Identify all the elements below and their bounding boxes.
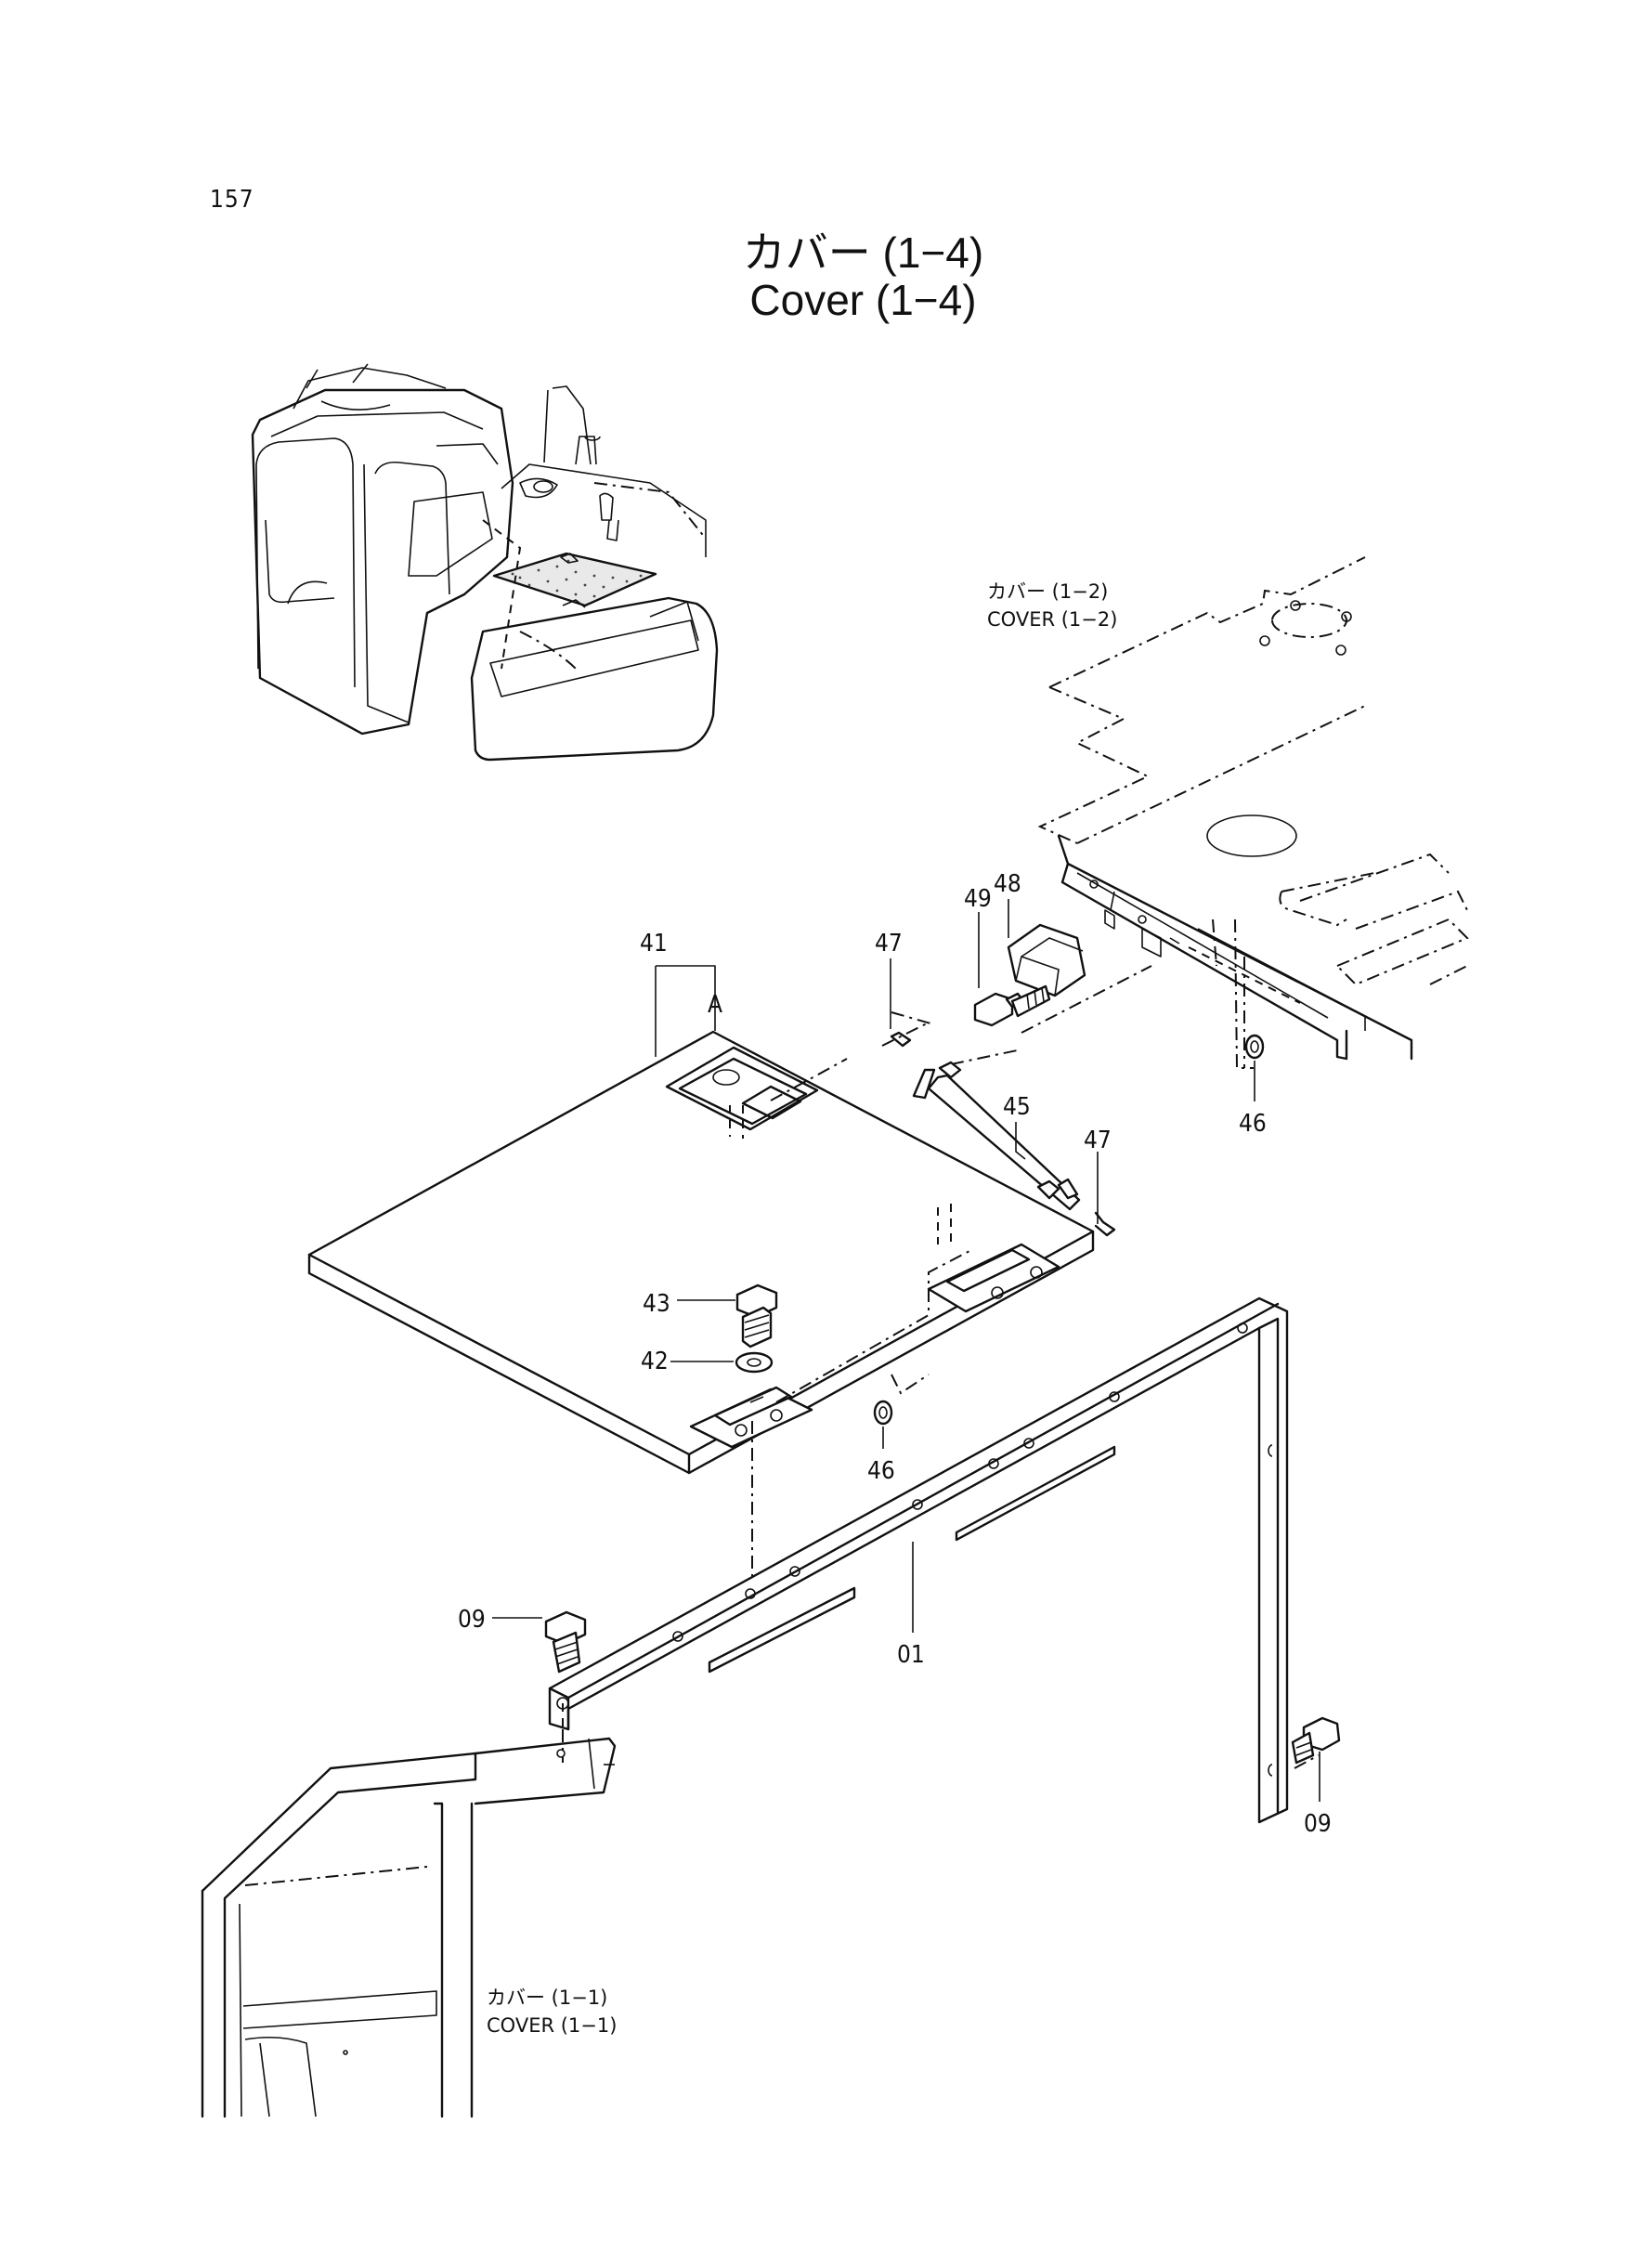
washer-46-upper bbox=[1244, 1034, 1265, 1060]
cover-panel-41 bbox=[307, 1030, 1095, 1475]
reference-cover-1-1: カバー (1−1) COVER (1−1) bbox=[487, 1984, 617, 2039]
washer-46-lower-hole bbox=[878, 1406, 888, 1419]
assembly-line bbox=[950, 1049, 1022, 1065]
callout-43: 43 bbox=[643, 1290, 670, 1318]
excavator-overview-illustration bbox=[251, 363, 719, 762]
bolt-49 bbox=[973, 984, 1051, 1027]
assembly-line bbox=[1021, 965, 1152, 1034]
reference-cover-1-1-en: COVER (1−1) bbox=[487, 2014, 618, 2037]
reference-cover-1-1-jp: カバー (1−1) bbox=[487, 1987, 608, 2009]
callout-01: 01 bbox=[897, 1641, 925, 1669]
bracket-48 bbox=[1007, 923, 1086, 997]
reference-cover-1-2-jp: カバー (1−2) bbox=[987, 580, 1109, 603]
callout-47-lower: 47 bbox=[1084, 1127, 1112, 1154]
callout-49: 49 bbox=[964, 885, 992, 913]
cover-1-2-outline bbox=[1037, 556, 1469, 986]
page-number: 157 bbox=[210, 186, 254, 214]
assembly-line bbox=[1294, 1754, 1320, 1769]
assembly-line bbox=[891, 1374, 930, 1395]
frame-01 bbox=[548, 1296, 1289, 1824]
washer-46-upper-hole bbox=[1250, 1040, 1259, 1053]
callout-47-upper: 47 bbox=[875, 930, 903, 958]
callout-46-upper: 46 bbox=[1239, 1110, 1267, 1138]
reference-cover-1-2: カバー (1−2) COVER (1−2) bbox=[987, 578, 1117, 633]
view-label-a: A bbox=[708, 991, 722, 1019]
callout-46-lower: 46 bbox=[867, 1457, 895, 1485]
title-japanese: カバー (1−4) bbox=[742, 228, 984, 277]
leader-lines bbox=[492, 899, 1320, 1802]
assembly-line bbox=[891, 1011, 931, 1024]
clip-47-upper bbox=[890, 1031, 912, 1048]
bolt-09-right bbox=[1291, 1716, 1341, 1765]
upper-frame-rail bbox=[1057, 834, 1413, 1069]
assembly-line bbox=[775, 1249, 972, 1403]
bolt-09-left bbox=[544, 1610, 587, 1674]
washer-46-lower bbox=[873, 1400, 893, 1426]
clip-47-lower bbox=[1094, 1211, 1116, 1237]
title-english: Cover (1−4) bbox=[749, 276, 977, 324]
callout-48: 48 bbox=[994, 870, 1021, 898]
callout-09-right: 09 bbox=[1304, 1810, 1332, 1838]
callout-09-left: 09 bbox=[458, 1606, 486, 1634]
cover-1-1-frame bbox=[201, 1737, 617, 2118]
callout-45: 45 bbox=[1003, 1093, 1031, 1121]
assembly-line bbox=[881, 1021, 931, 1047]
callout-41: 41 bbox=[640, 930, 668, 958]
washer-42 bbox=[735, 1351, 774, 1374]
stay-rod-45 bbox=[912, 1061, 1081, 1211]
bolt-43 bbox=[735, 1283, 778, 1348]
reference-cover-1-2-en: COVER (1−2) bbox=[987, 608, 1118, 631]
callout-42: 42 bbox=[641, 1348, 669, 1375]
